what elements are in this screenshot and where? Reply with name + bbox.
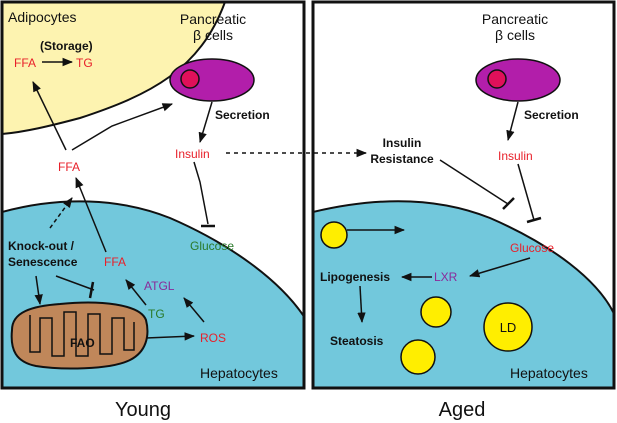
insulin-label-aged: Insulin — [498, 149, 533, 163]
pancreatic-label-aged: Pancreatic — [482, 11, 548, 27]
tg-adipo-label: TG — [76, 56, 93, 70]
inhibit-insulin-glucose — [193, 161, 209, 225]
arrow-secretion-aged — [506, 101, 519, 142]
lipid-droplet — [320, 221, 348, 249]
lipid-droplet-large — [483, 302, 533, 352]
aged-panel-border — [311, 0, 616, 390]
inhibit-knockout-ffa — [55, 275, 95, 291]
senescence-label: Senescence — [8, 255, 78, 269]
lipid-droplet — [420, 296, 452, 328]
inhibit-bar-resistance — [502, 197, 515, 210]
knockout-label: Knock-out / — [8, 239, 75, 253]
pancreatic-label: Pancreatic — [180, 11, 246, 27]
arrow-dashed-knockout — [49, 197, 73, 229]
insulin-resistance-label: Insulin — [383, 136, 422, 150]
beta-cell-nucleus-aged — [487, 69, 507, 89]
lipogenesis-label: Lipogenesis — [320, 270, 390, 284]
young-panel-border — [0, 0, 306, 390]
beta-cells-label-aged: β cells — [495, 27, 535, 43]
beta-cells-label: β cells — [193, 27, 233, 43]
arrow-ffa-to-adipocytes — [32, 81, 67, 151]
hepatocytes-label-young: Hepatocytes — [200, 365, 278, 381]
secretion-label: Secretion — [215, 108, 270, 122]
arrow-tg-to-ffa — [125, 279, 147, 306]
arrow-ffa-to-beta-cells — [71, 103, 173, 151]
caption-aged: Aged — [439, 399, 486, 421]
ld-label: LD — [500, 320, 517, 335]
adipocytes-label: Adipocytes — [8, 9, 76, 25]
hepatocytes-label-aged: Hepatocytes — [510, 365, 588, 381]
lxr-label: LXR — [434, 270, 458, 284]
insulin-label: Insulin — [175, 147, 210, 161]
liver-region-aged — [314, 200, 613, 387]
steatosis-label: Steatosis — [330, 334, 384, 348]
fao-label: FAO — [70, 336, 95, 350]
inhibit-insulin-glucose-aged — [517, 163, 535, 221]
glucose-label-aged: Glucose — [510, 241, 554, 255]
ffa-adipo-label: FFA — [14, 56, 36, 70]
ffa-mid-label: FFA — [58, 160, 80, 174]
storage-label: (Storage) — [40, 39, 93, 53]
mitochondria-icon — [10, 301, 149, 370]
arrow-glucose-to-lxr — [468, 257, 531, 278]
arrow-liver-ffa-to-ffa — [75, 177, 107, 253]
inhibit-bar-glucose-aged — [526, 216, 542, 224]
atgl-label: ATGL — [144, 279, 175, 293]
arrow-fao-to-ros — [145, 332, 196, 341]
ros-label: ROS — [200, 331, 226, 345]
resistance-label: Resistance — [370, 152, 434, 166]
arrow-lipogenesis-to-steatosis — [357, 285, 366, 324]
inhibit-resistance-insulin — [439, 159, 509, 205]
glucose-label: Glucose — [190, 239, 234, 253]
beta-cell-nucleus — [180, 69, 200, 89]
adipocyte-region — [3, 3, 226, 135]
secretion-label-aged: Secretion — [524, 108, 579, 122]
young-panel: Adipocytes (Storage) FFA TG Pancreatic β… — [0, 0, 306, 421]
arrow-ros-to-atgl — [183, 297, 205, 323]
arrow-knockout-to-fao — [34, 275, 43, 306]
tg-liver-label: TG — [148, 307, 165, 321]
ffa-liver-label: FFA — [104, 255, 126, 269]
aged-panel: Pancreatic β cells Secretion Insulin Res… — [226, 0, 616, 421]
arrow-secretion — [198, 101, 213, 144]
caption-young: Young — [115, 399, 171, 421]
lipid-droplet — [400, 339, 436, 375]
inhibit-bar-ffa — [88, 281, 95, 299]
